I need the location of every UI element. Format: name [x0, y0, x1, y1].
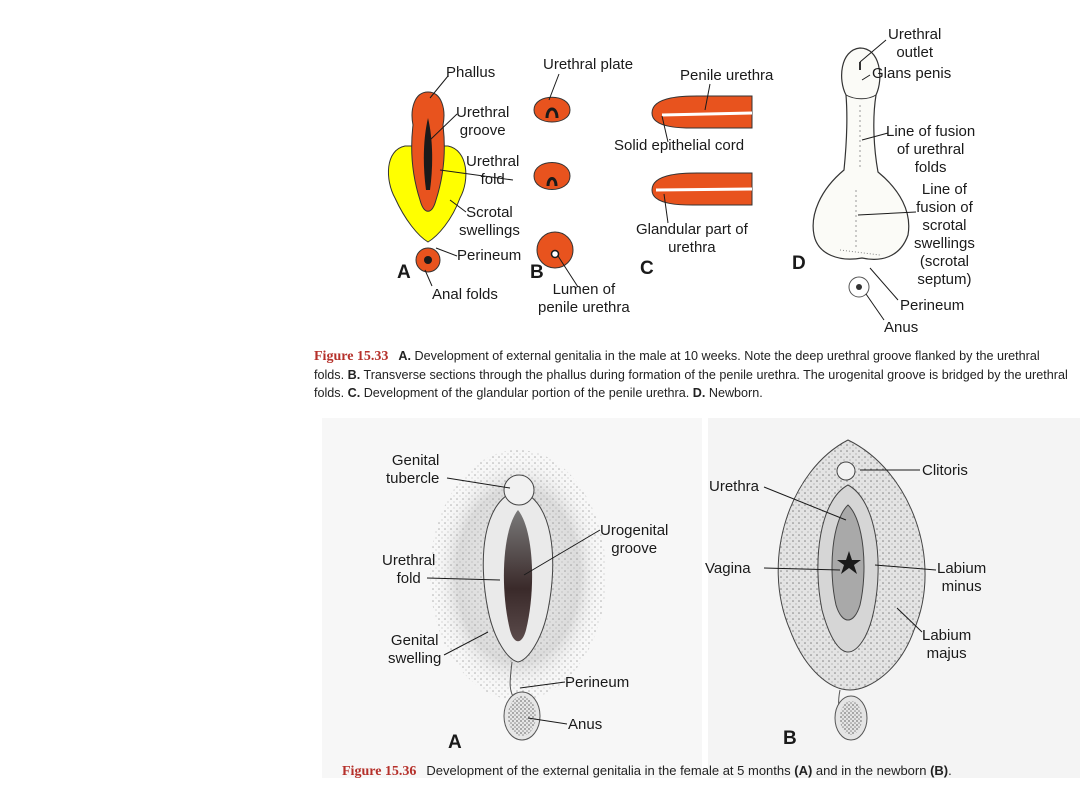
- label-perineum-top: Perineum: [457, 247, 522, 264]
- label-anus-newborn: Anus: [884, 319, 919, 336]
- panel-letter-top-a: A: [397, 262, 411, 283]
- label-perineum-newborn: Perineum: [900, 297, 965, 314]
- label-genital-tubercle: Genital tubercle: [386, 452, 440, 487]
- caption2-text-2: and in the newborn: [812, 763, 931, 778]
- label-lumen-penile-urethra: Lumen of penile urethra: [538, 281, 630, 316]
- female-5-months-drawing: [430, 450, 606, 741]
- newborn-female-drawing: [777, 439, 926, 741]
- caption2-text-3: .: [948, 763, 952, 778]
- label-urogenital-groove: Urogenital groove: [600, 522, 669, 557]
- label-genital-swelling: Genital swelling: [388, 632, 442, 667]
- label-urethral-fold-female: Urethral fold: [382, 552, 436, 587]
- caption-key-c: C.: [347, 386, 361, 400]
- caption-key-b: B.: [347, 368, 361, 382]
- caption2-key-b: (B): [930, 763, 949, 778]
- caption-figure-15-33: Figure 15.33 A. Development of external g…: [314, 347, 1068, 402]
- male-10-weeks-drawing: [387, 91, 467, 273]
- caption-figure-number: Figure 15.33: [314, 349, 389, 364]
- label-clitoris: Clitoris: [922, 462, 968, 479]
- label-perineum-female: Perineum: [565, 674, 630, 691]
- label-urethra: Urethra: [709, 478, 760, 495]
- panel-letter-top-d: D: [792, 253, 806, 274]
- label-anus-female: Anus: [568, 716, 603, 733]
- label-vagina: Vagina: [705, 560, 751, 577]
- label-penile-urethra: Penile urethra: [680, 67, 774, 84]
- caption-figure-15-36: Figure 15.36 Development of the external …: [342, 762, 1062, 781]
- caption2-key-a: (A): [794, 763, 813, 778]
- label-glans-penis: Glans penis: [872, 65, 952, 82]
- panel-letter-top-c: C: [640, 258, 654, 279]
- label-glandular-part: Glandular part of urethra: [636, 221, 748, 256]
- label-line-fusion-scrotal: Line of fusion of scrotal swellings (scr…: [914, 181, 975, 288]
- glandular-urethra-drawing: [651, 95, 753, 206]
- label-scrotal-swellings: Scrotal swellings: [459, 204, 520, 239]
- caption-text-a: Development of external genitalia in the…: [314, 349, 1040, 382]
- newborn-male-drawing: [812, 47, 910, 298]
- caption-text-c: Development of the glandular portion of …: [360, 386, 693, 400]
- label-line-fusion-urethral-folds: Line of fusion of urethral folds: [886, 123, 976, 176]
- panel-letter-bottom-b: B: [783, 728, 797, 749]
- caption2-text-1: Development of the external genitalia in…: [426, 763, 795, 778]
- label-urethral-fold: Urethral fold: [466, 153, 520, 188]
- label-labium-majus: Labium majus: [922, 627, 972, 662]
- caption-text-b: Transverse sections through the phallus …: [314, 368, 1068, 400]
- leader-lines: [424, 39, 937, 725]
- caption-key-d: D.: [692, 386, 706, 400]
- label-labium-minus: Labium minus: [937, 560, 987, 595]
- cross-sections-drawing: [533, 96, 574, 269]
- label-anal-folds: Anal folds: [432, 286, 498, 303]
- caption-text-d: Newborn.: [705, 386, 763, 400]
- panel-letter-bottom-a: A: [448, 732, 462, 753]
- label-urethral-plate: Urethral plate: [543, 56, 634, 73]
- label-phallus: Phallus: [446, 64, 496, 81]
- label-urethral-groove: Urethral groove: [456, 104, 510, 139]
- label-urethral-outlet: Urethral outlet: [888, 26, 942, 61]
- label-solid-epithelial-cord: Solid epithelial cord: [614, 137, 745, 154]
- caption-figure-number-2: Figure 15.36: [342, 764, 417, 779]
- panel-letter-top-b: B: [530, 262, 544, 283]
- caption-key-a: A.: [398, 349, 411, 363]
